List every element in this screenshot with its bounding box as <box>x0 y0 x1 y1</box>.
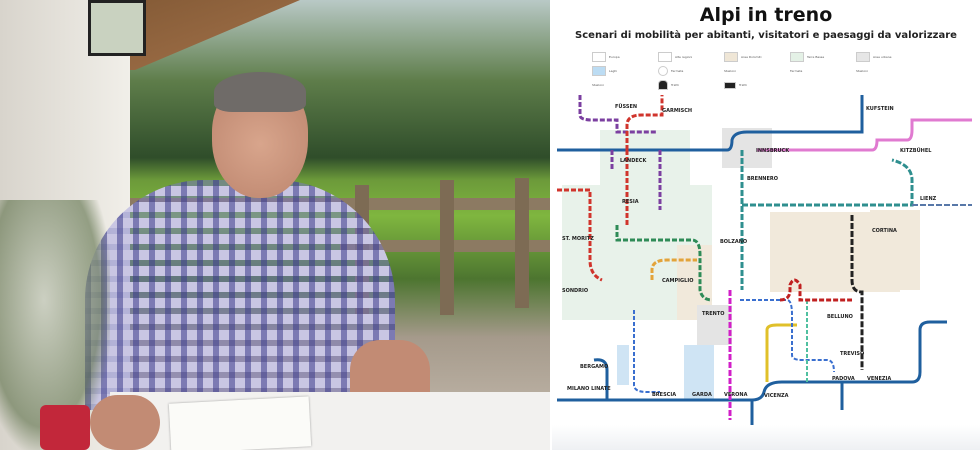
station-label: CAMPIGLIO <box>662 278 693 284</box>
legend-item: Stazioni <box>724 69 736 73</box>
line-red <box>557 95 664 282</box>
line-teal-brennero <box>740 150 914 290</box>
station-label: LIENZ <box>920 196 937 202</box>
station-label: VENEZIA <box>867 376 891 382</box>
station-label: INNSBRUCK <box>756 148 790 154</box>
man-hair <box>214 72 306 112</box>
station-label: BRESCIA <box>652 392 676 398</box>
legend-item: Tratti <box>658 80 710 90</box>
legend-item: Fermata <box>790 69 803 73</box>
legend-item: Alte regioni <box>658 52 710 62</box>
handwritten-notes <box>168 396 312 450</box>
fence-post <box>440 180 454 315</box>
station-label: TREVISO <box>840 351 864 357</box>
station-label: BERGAMO <box>580 364 608 370</box>
legend-item: Laghi <box>592 66 644 76</box>
station-label: CORTINA <box>872 228 897 234</box>
line-blue-south <box>557 320 947 402</box>
lake-garda <box>684 345 714 400</box>
legend-item: Stazioni <box>592 83 604 87</box>
station-label: ST. MORITZ <box>562 236 594 242</box>
station-label: VERONA <box>724 392 748 398</box>
station-label: FÜSSEN <box>615 103 637 110</box>
line-bergamo <box>593 358 609 400</box>
flower-pot <box>40 405 90 450</box>
line-purple <box>578 95 662 210</box>
station-label: SONDRIO <box>562 288 588 294</box>
legend-item: Tratti <box>724 80 776 90</box>
station-label: VICENZA <box>764 393 789 399</box>
legend-item: Terre Basse <box>790 52 842 62</box>
station-label: BELLUNO <box>827 314 853 320</box>
bottom-fade <box>552 425 980 450</box>
station-label: GARDA <box>692 392 712 398</box>
station-label: GARMISCH <box>662 108 692 114</box>
station-label: BOLZANO <box>720 239 747 245</box>
rail-map-panel: Alpi in treno Scenari di mobilità per ab… <box>552 0 980 450</box>
line-lightblue <box>633 299 835 393</box>
map-subtitle: Scenari di mobilità per abitanti, visita… <box>575 30 957 41</box>
line-green <box>615 225 713 302</box>
region-dolomiti <box>870 210 920 290</box>
station-label: KUFSTEIN <box>866 106 894 112</box>
legend-item: Stazioni <box>856 69 868 73</box>
legend-item: Aree urbane <box>856 52 908 62</box>
man-shirt <box>85 180 395 410</box>
station-label: TRENTO <box>702 311 725 317</box>
line-pink <box>757 118 972 152</box>
lantern <box>88 0 146 56</box>
station-label: BRENNERO <box>747 176 778 182</box>
rail-network-diagram: FÜSSEN GARMISCH INNSBRUCK KUFSTEIN KITZB… <box>557 95 972 440</box>
legend-item: Europa <box>592 52 644 62</box>
line-black <box>850 215 864 370</box>
map-legend: Europa Alte regioni Aree Dolomiti Terre … <box>592 52 952 90</box>
map-title: Alpi in treno <box>699 4 833 26</box>
lake <box>617 345 629 385</box>
line-blue-north <box>557 95 864 152</box>
region-urban <box>697 305 732 345</box>
station-label: KITZBÜHEL <box>900 147 932 154</box>
station-label: LANDECK <box>620 158 647 164</box>
station-label: PADOVA <box>832 376 855 382</box>
fence-post <box>515 178 529 308</box>
legend-item: Aree Dolomiti <box>724 52 776 62</box>
line-orange <box>650 258 697 280</box>
video-frame <box>0 0 550 450</box>
line-red-belluno <box>779 278 852 302</box>
station-label: RESIA <box>622 199 639 205</box>
legend-item: Fermata <box>658 66 710 76</box>
station-label: MILANO LINATE <box>567 386 611 392</box>
line-yellow <box>765 323 797 382</box>
